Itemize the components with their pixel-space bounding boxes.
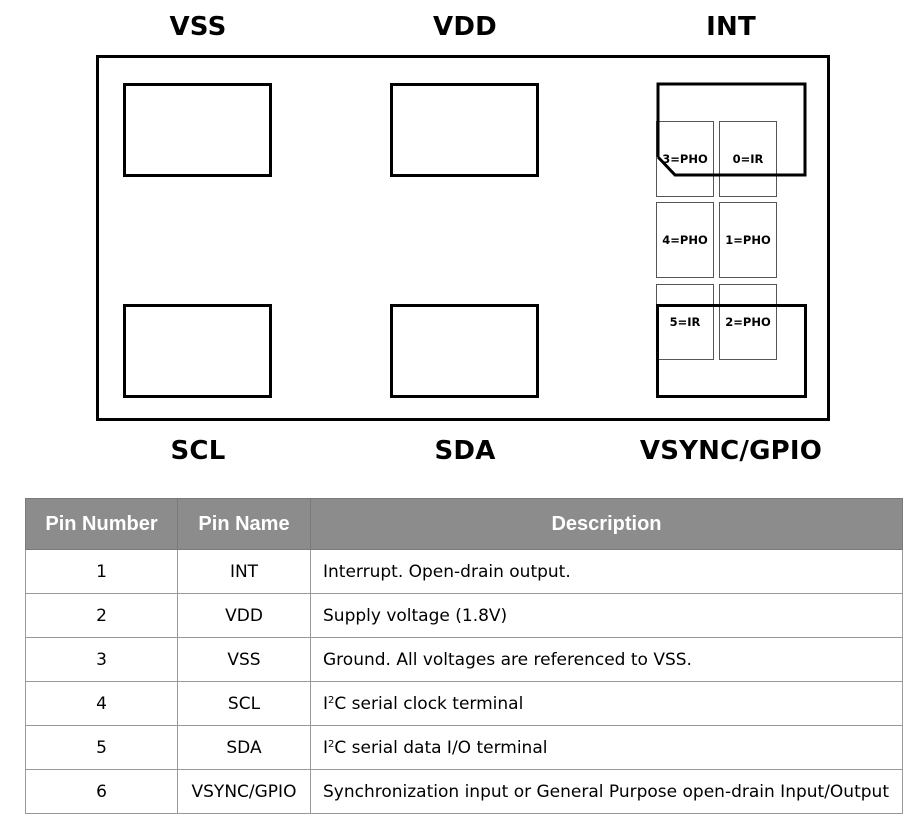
table-row: 2 VDD Supply voltage (1.8V) <box>25 593 903 638</box>
pin-number: 6 <box>25 769 178 814</box>
pin-name: INT <box>177 549 311 594</box>
pin-name: VSS <box>177 637 311 682</box>
pin-label-scl: SCL <box>170 436 226 466</box>
sensor-cell-1-pho: 1=PHO <box>719 202 777 278</box>
sensor-cell-5-ir: 5=IR <box>656 284 714 360</box>
pad-vss <box>123 83 272 177</box>
table-row: 1 INT Interrupt. Open-drain output. <box>25 549 903 594</box>
pad-vdd <box>390 83 539 177</box>
package-outline <box>96 55 830 421</box>
pin-description: I2C serial clock terminal <box>310 681 903 726</box>
pin-name: VDD <box>177 593 311 638</box>
table-header-row: Pin Number Pin Name Description <box>25 498 903 550</box>
table-row: 4 SCL I2C serial clock terminal <box>25 681 903 726</box>
header-description: Description <box>310 498 903 550</box>
sensor-cell-0-ir: 0=IR <box>719 121 777 197</box>
pin-number: 2 <box>25 593 178 638</box>
pin-number: 3 <box>25 637 178 682</box>
pin-label-vsync-gpio: VSYNC/GPIO <box>639 436 823 466</box>
pad-int <box>656 82 807 177</box>
pin-number: 5 <box>25 725 178 770</box>
pad-sda <box>390 304 539 398</box>
pin-table: Pin Number Pin Name Description 1 INT In… <box>25 498 903 814</box>
pin-description: Supply voltage (1.8V) <box>310 593 903 638</box>
pin-label-vdd: VDD <box>433 12 497 42</box>
header-pin-name: Pin Name <box>177 498 311 550</box>
pin-number: 1 <box>25 549 178 594</box>
table-row: 6 VSYNC/GPIO Synchronization input or Ge… <box>25 769 903 814</box>
pin-number: 4 <box>25 681 178 726</box>
pin-description: Ground. All voltages are referenced to V… <box>310 637 903 682</box>
pin-name: SCL <box>177 681 311 726</box>
pin-description: I2C serial data I/O terminal <box>310 725 903 770</box>
pin-name: SDA <box>177 725 311 770</box>
table-row: 5 SDA I2C serial data I/O terminal <box>25 725 903 770</box>
pin-description: Synchronization input or General Purpose… <box>310 769 903 814</box>
pin-description: Interrupt. Open-drain output. <box>310 549 903 594</box>
pin-label-sda: SDA <box>434 436 496 466</box>
sensor-cell-3-pho: 3=PHO <box>656 121 714 197</box>
sensor-cell-4-pho: 4=PHO <box>656 202 714 278</box>
sensor-cell-2-pho: 2=PHO <box>719 284 777 360</box>
header-pin-number: Pin Number <box>25 498 178 550</box>
pin-label-int: INT <box>706 12 756 42</box>
pin-label-vss: VSS <box>169 12 227 42</box>
pin-name: VSYNC/GPIO <box>177 769 311 814</box>
table-row: 3 VSS Ground. All voltages are reference… <box>25 637 903 682</box>
pad-scl <box>123 304 272 398</box>
